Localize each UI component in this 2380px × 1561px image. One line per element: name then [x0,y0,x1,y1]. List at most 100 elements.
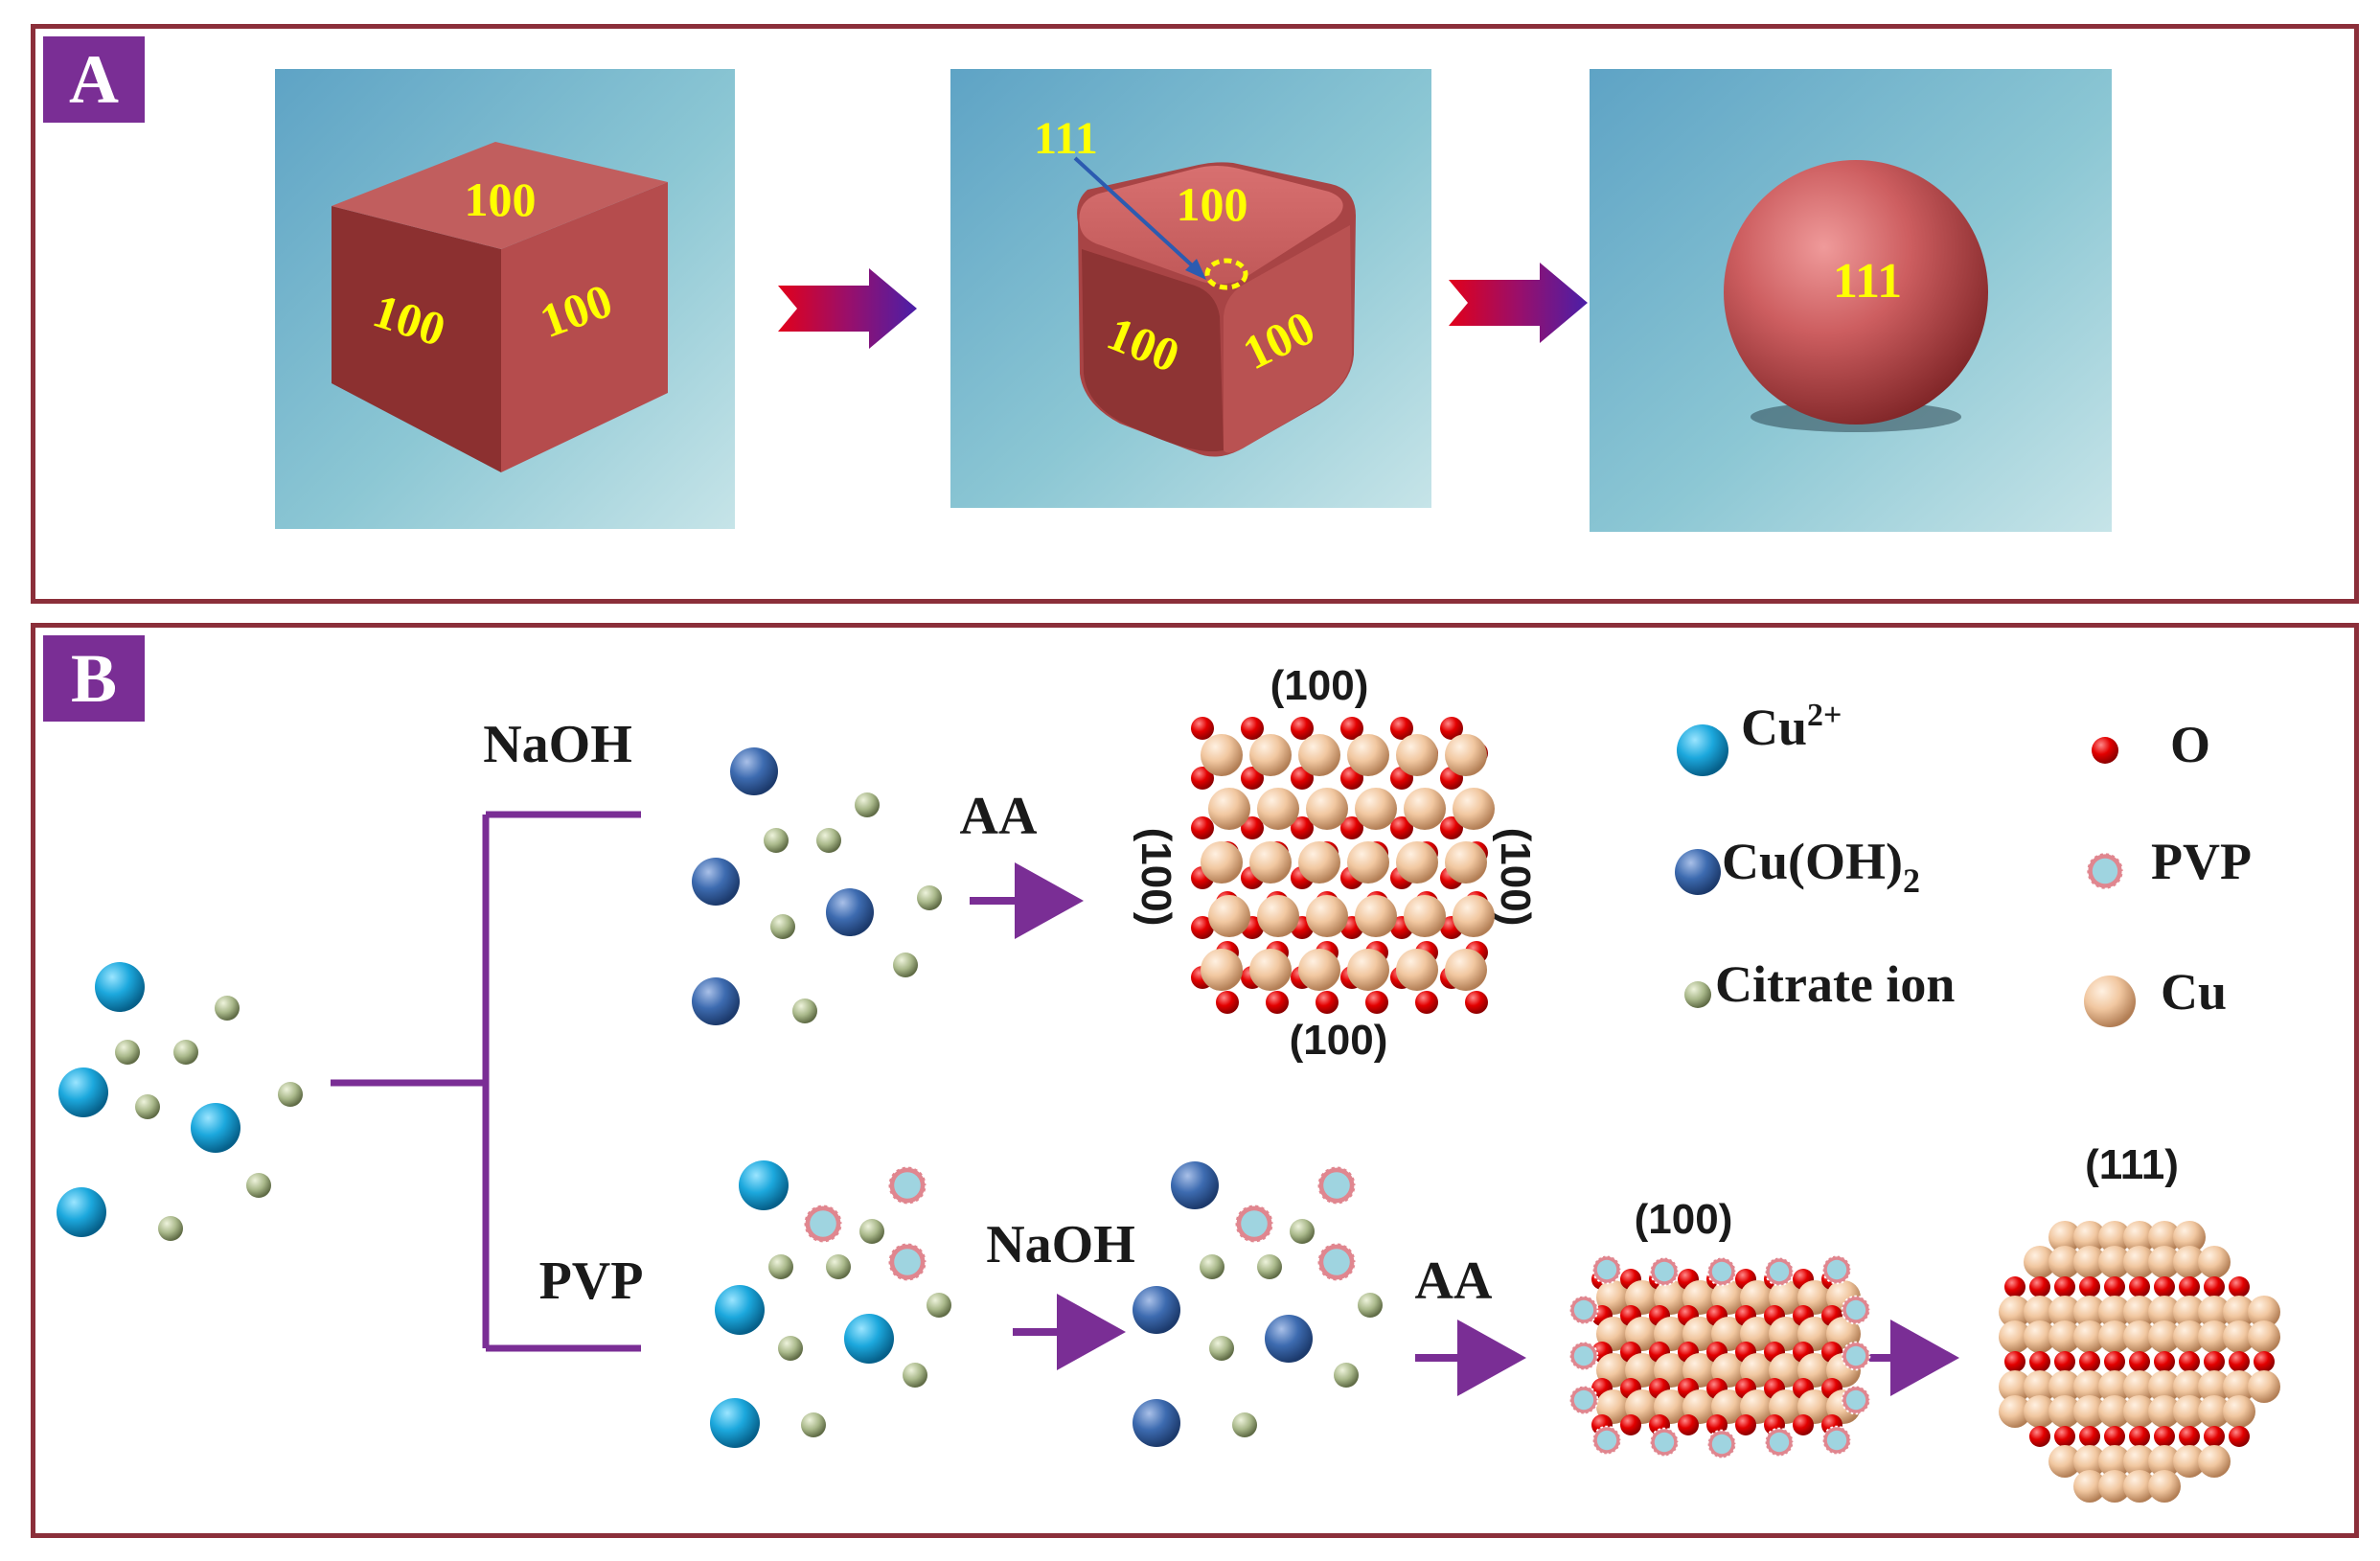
copper-atom [2223,1395,2255,1428]
sphere-label: 111 [1833,254,1902,309]
legend-cuoh2-marker [1675,849,1721,895]
pvp-molecule [1234,1204,1274,1244]
copper-atom [1355,895,1397,937]
copper-atom [2048,1221,2081,1253]
cu2-ion [715,1285,765,1335]
cu2-ion [95,962,145,1012]
oxygen-atom [1390,816,1413,839]
copper-atom [1347,949,1389,991]
legend-cuoh2-label: Cu(OH)2 [1722,833,1920,900]
copper-atom [2098,1470,2131,1503]
copper-atom [2198,1296,2231,1328]
oxygen-atom [1241,816,1264,839]
oxygen-atom [1216,991,1239,1014]
copper-atom [2223,1370,2255,1403]
copper-atom [1201,949,1243,991]
copper-atom [2148,1445,2181,1478]
cube-top-face [332,142,668,249]
oxygen-atom [1620,1414,1641,1435]
oxygen-atom [2079,1426,2100,1447]
oxygen-atom [1316,991,1339,1014]
oxygen-atom [1390,717,1413,740]
copper-atom [2024,1246,2056,1278]
copper-atom [2073,1296,2106,1328]
citrate-ion [173,1040,198,1065]
oxygen-atom [2029,1351,2050,1372]
pvp-cap [1591,1425,1622,1456]
copper-atom [2198,1370,2231,1403]
pvp-molecule [1316,1242,1357,1282]
oxygen-atom [1241,717,1264,740]
copper-atom [2123,1370,2156,1403]
copper-atom [2048,1246,2081,1278]
cu-hydroxide [692,977,740,1025]
copper-atom [2248,1320,2280,1353]
atom-layer [57,717,2280,1503]
oxygen-atom [1191,816,1214,839]
copper-atom [1404,788,1446,830]
copper-atom [2098,1296,2131,1328]
copper-atom [2048,1445,2081,1478]
sphere-crystal-top-label: (111) [2085,1141,2179,1188]
truncated-cube-top [1079,166,1343,285]
copper-atom [2073,1395,2106,1428]
citrate-ion [1209,1336,1234,1361]
copper-atom [1396,734,1438,776]
copper-atom [2198,1320,2231,1353]
copper-atom [2048,1296,2081,1328]
copper-atom [2073,1445,2106,1478]
citrate-ion [770,914,795,939]
cu-hydroxide [692,858,740,906]
oxygen-atom [1440,717,1463,740]
citrate-ion [158,1216,183,1241]
cu-hydroxide [1265,1315,1313,1363]
arrow-cube-to-truncated [778,268,917,349]
copper-atom [2098,1395,2131,1428]
oxygen-atom [1291,816,1314,839]
copper-atom [2123,1470,2156,1503]
oxygen-atom [1465,991,1488,1014]
copper-atom [2123,1221,2156,1253]
oxygen-atom [2154,1351,2175,1372]
oxygen-atom [1340,816,1363,839]
oxygen-atom [2229,1351,2250,1372]
truncated-cube-left [1082,249,1224,452]
copper-atom [2173,1320,2206,1353]
pvp-cap [1649,1256,1680,1287]
cube-crystal-bottom-label: (100) [1290,1017,1388,1064]
panel-b-diagram: NaOH PVP AA NaOH AA (100) (100) (100) (1… [57,662,2280,1503]
pvp-cap [1591,1254,1622,1285]
oxygen-atom [2079,1276,2100,1297]
copper-atom [2173,1296,2206,1328]
corner-pointer-head [1185,259,1206,280]
oxygen-atom [2004,1276,2025,1297]
oxygen-atom [2229,1426,2250,1447]
copper-atom [1445,841,1487,884]
oxygen-atom [2179,1351,2200,1372]
legend-citrate-label: Citrate ion [1715,955,1955,1013]
copper-atom [1999,1395,2031,1428]
copper-atom [1355,788,1397,830]
panel-b-label: B [43,635,145,722]
copper-atom [1201,734,1243,776]
copper-atom [2024,1395,2056,1428]
cu2-ion [844,1314,894,1364]
truncated-cube-right [1224,225,1352,453]
cu-hydroxide [1171,1161,1219,1209]
pvp-molecule [887,1165,927,1205]
legend-oxygen-marker [2092,737,2118,764]
citrate-ion [278,1082,303,1107]
oxygen-atom [2054,1276,2075,1297]
oxygen-atom [2254,1351,2275,1372]
citrate-ion [855,792,880,817]
copper-atom [2223,1320,2255,1353]
copper-atom [2073,1221,2106,1253]
copper-atom [1404,895,1446,937]
cu2-ion [710,1398,760,1448]
citrate-ion [115,1040,140,1065]
oxygen-atom [2129,1276,2150,1297]
citrate-ion [215,996,240,1021]
cube-crystal-right-label: (100) [1492,828,1539,927]
copper-atom [2098,1221,2131,1253]
cu2-ion [57,1187,106,1237]
